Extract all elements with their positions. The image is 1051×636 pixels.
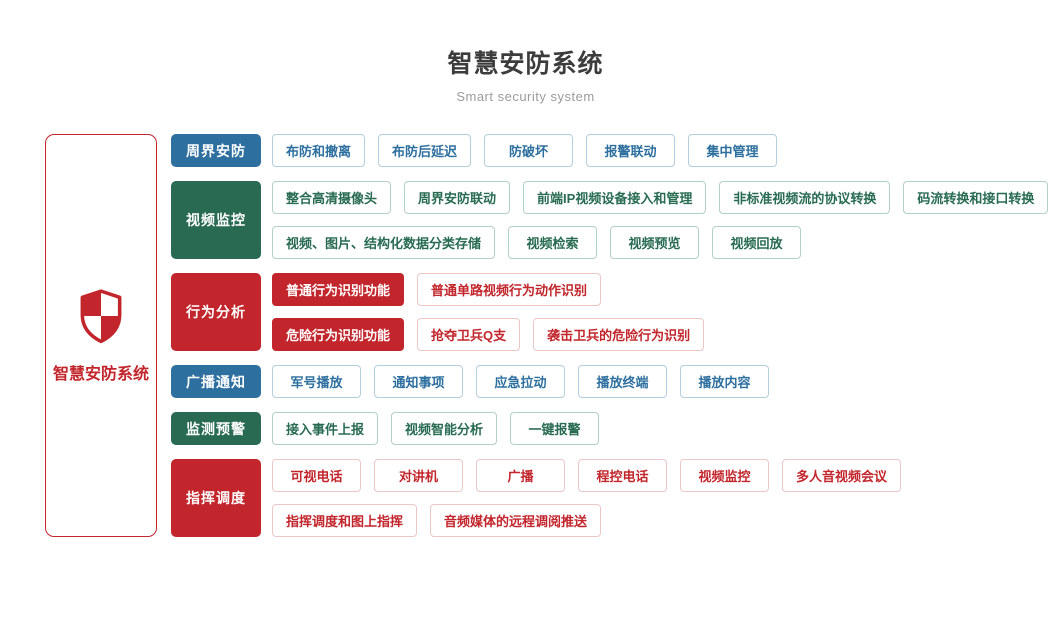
- row-behavior-analysis: 行为分析 普通行为识别功能 普通单路视频行为动作识别 危险行为识别功能 抢夺卫兵…: [171, 273, 1048, 351]
- feature-item: 危险行为识别功能: [272, 318, 405, 351]
- row-video-surveillance: 视频监控 整合高清摄像头 周界安防联动 前端IP视频设备接入和管理 非标准视频流…: [171, 181, 1049, 259]
- feature-item: 视频检索: [508, 226, 598, 259]
- feature-item: 周界安防联动: [404, 181, 511, 214]
- feature-item: 袭击卫兵的危险行为识别: [533, 318, 705, 351]
- feature-item: 视频智能分析: [391, 412, 498, 445]
- feature-item: 视频预览: [610, 226, 700, 259]
- feature-item: 广播: [476, 459, 565, 492]
- feature-item: 通知事项: [374, 365, 463, 398]
- feature-item: 码流转换和接口转换: [903, 181, 1049, 214]
- category-monitor-warning: 监测预警: [171, 412, 261, 445]
- feature-item: 应急拉动: [476, 365, 565, 398]
- row-perimeter-security: 周界安防 布防和撤离 布防后延迟 防破坏 报警联动 集中管理: [171, 134, 1048, 167]
- shield-icon: [80, 288, 122, 343]
- feature-item: 整合高清摄像头: [272, 181, 392, 214]
- feature-item: 非标准视频流的协议转换: [719, 181, 891, 214]
- brand-label: 智慧安防系统: [52, 365, 149, 383]
- feature-item: 可视电话: [272, 459, 361, 492]
- feature-item: 军号播放: [272, 365, 361, 398]
- category-broadcast-notice: 广播通知: [171, 365, 261, 398]
- row-command-dispatch: 指挥调度 可视电话 对讲机 广播 程控电话 视频监控 多人音视频会议 指挥调度和…: [171, 459, 1048, 537]
- feature-item: 普通行为识别功能: [272, 273, 405, 306]
- category-command-dispatch: 指挥调度: [171, 459, 261, 537]
- feature-item: 视频监控: [680, 459, 769, 492]
- diagram: 智慧安防系统 周界安防 布防和撤离 布防后延迟 防破坏 报警联动 集中管理 视频…: [45, 134, 1051, 537]
- brand-panel: 智慧安防系统: [45, 134, 157, 537]
- feature-item: 视频回放: [712, 226, 802, 259]
- feature-item: 音频媒体的远程调阅推送: [430, 504, 602, 537]
- feature-item: 普通单路视频行为动作识别: [417, 273, 602, 306]
- feature-item: 布防后延迟: [378, 134, 472, 167]
- feature-item: 接入事件上报: [272, 412, 379, 445]
- page-header: 智慧安防系统 Smart security system: [0, 0, 1051, 104]
- feature-item: 播放终端: [578, 365, 667, 398]
- feature-item: 对讲机: [374, 459, 463, 492]
- feature-item: 多人音视频会议: [782, 459, 902, 492]
- category-behavior-analysis: 行为分析: [171, 273, 261, 351]
- feature-item: 前端IP视频设备接入和管理: [523, 181, 707, 214]
- page-title: 智慧安防系统: [447, 50, 604, 78]
- feature-item: 播放内容: [680, 365, 769, 398]
- row-broadcast-notice: 广播通知 军号播放 通知事项 应急拉动 播放终端 播放内容: [171, 365, 1048, 398]
- feature-item: 布防和撤离: [272, 134, 366, 167]
- category-rows: 周界安防 布防和撤离 布防后延迟 防破坏 报警联动 集中管理 视频监控 整合高清…: [171, 134, 1049, 537]
- feature-item: 报警联动: [586, 134, 676, 167]
- category-perimeter-security: 周界安防: [171, 134, 261, 167]
- feature-item: 防破坏: [484, 134, 574, 167]
- feature-item: 视频、图片、结构化数据分类存储: [272, 226, 496, 259]
- feature-item: 程控电话: [578, 459, 667, 492]
- feature-item: 抢夺卫兵Q支: [417, 318, 521, 351]
- row-monitor-warning: 监测预警 接入事件上报 视频智能分析 一键报警: [171, 412, 1048, 445]
- category-video-surveillance: 视频监控: [171, 181, 261, 259]
- feature-item: 一键报警: [510, 412, 600, 445]
- feature-item: 集中管理: [688, 134, 778, 167]
- page-subtitle: Smart security system: [456, 89, 595, 104]
- feature-item: 指挥调度和图上指挥: [272, 504, 418, 537]
